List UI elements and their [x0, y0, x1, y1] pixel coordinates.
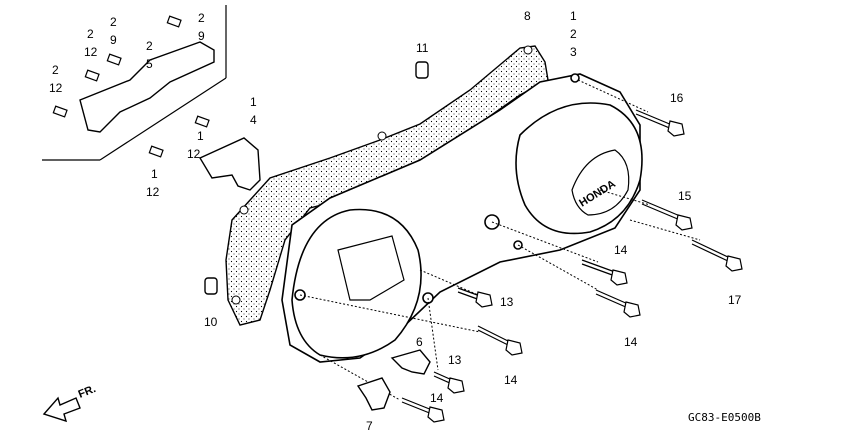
drawing-code: GC83-E0500B: [688, 411, 761, 424]
callout: 5: [146, 57, 153, 71]
callout: 2: [52, 63, 59, 77]
bolt-14-a: [581, 259, 628, 286]
bolt-9-b: [166, 15, 182, 28]
callout: 9: [198, 29, 205, 43]
bracket-4: [198, 137, 261, 191]
clamp-6: [390, 349, 431, 375]
callout: 2: [110, 15, 117, 29]
bolt-16: [635, 109, 685, 137]
callout: 12: [84, 45, 98, 59]
callout: 15: [678, 189, 692, 203]
callout: 2: [146, 39, 153, 53]
callout: 12: [146, 185, 160, 199]
bracket-5: [79, 41, 215, 133]
callout: 2: [198, 11, 205, 25]
bolt-12-c: [194, 115, 210, 128]
bolt-12-a: [52, 105, 68, 118]
callout: 2: [570, 27, 577, 41]
callout: 7: [366, 419, 373, 433]
brackets: [79, 41, 431, 411]
bolt-14-b: [595, 289, 641, 318]
callout: 9: [110, 33, 117, 47]
clamp-7: [356, 377, 391, 411]
callout: 3: [570, 45, 577, 59]
bolt-13-a: [457, 287, 493, 308]
callout: 1: [197, 129, 204, 143]
collar-11: [415, 61, 429, 79]
callout: 13: [500, 295, 514, 309]
callout-labels: 2 12 2 12 2 9 2 5 2 9 1 12 1 4 1 12 11 8…: [49, 9, 742, 433]
callout: 1: [570, 9, 577, 23]
front-direction-arrow: FR.: [42, 383, 98, 423]
bolt-9-a: [106, 53, 122, 66]
bolts: [52, 15, 743, 423]
callout: 1: [250, 95, 257, 109]
collar-10: [204, 277, 218, 295]
callout: 11: [416, 41, 429, 55]
callout: 14: [614, 243, 628, 257]
callout: 6: [416, 335, 423, 349]
callout: 14: [430, 391, 444, 405]
bolt-14-c: [477, 325, 523, 356]
callout: 14: [504, 373, 518, 387]
callout: 12: [49, 81, 63, 95]
callout: 12: [187, 147, 201, 161]
callout: 14: [624, 335, 638, 349]
bolt-14-d: [401, 397, 445, 423]
bolt-12-d: [148, 145, 164, 158]
bolt-15: [641, 199, 693, 231]
crankcase-cover: [281, 73, 643, 363]
callout: 16: [670, 91, 684, 105]
callout: 4: [250, 113, 257, 127]
callout: 8: [524, 9, 531, 23]
bolt-17: [691, 239, 743, 272]
bolt-13-b: [433, 371, 465, 394]
callout: 1: [151, 167, 158, 181]
callout: 13: [448, 353, 462, 367]
callout: 10: [204, 315, 218, 329]
bolt-12-b: [84, 69, 100, 82]
inset-frame: [42, 5, 227, 161]
callout: 17: [728, 293, 742, 307]
direction-label: FR.: [77, 383, 98, 401]
callout: 2: [87, 27, 94, 41]
